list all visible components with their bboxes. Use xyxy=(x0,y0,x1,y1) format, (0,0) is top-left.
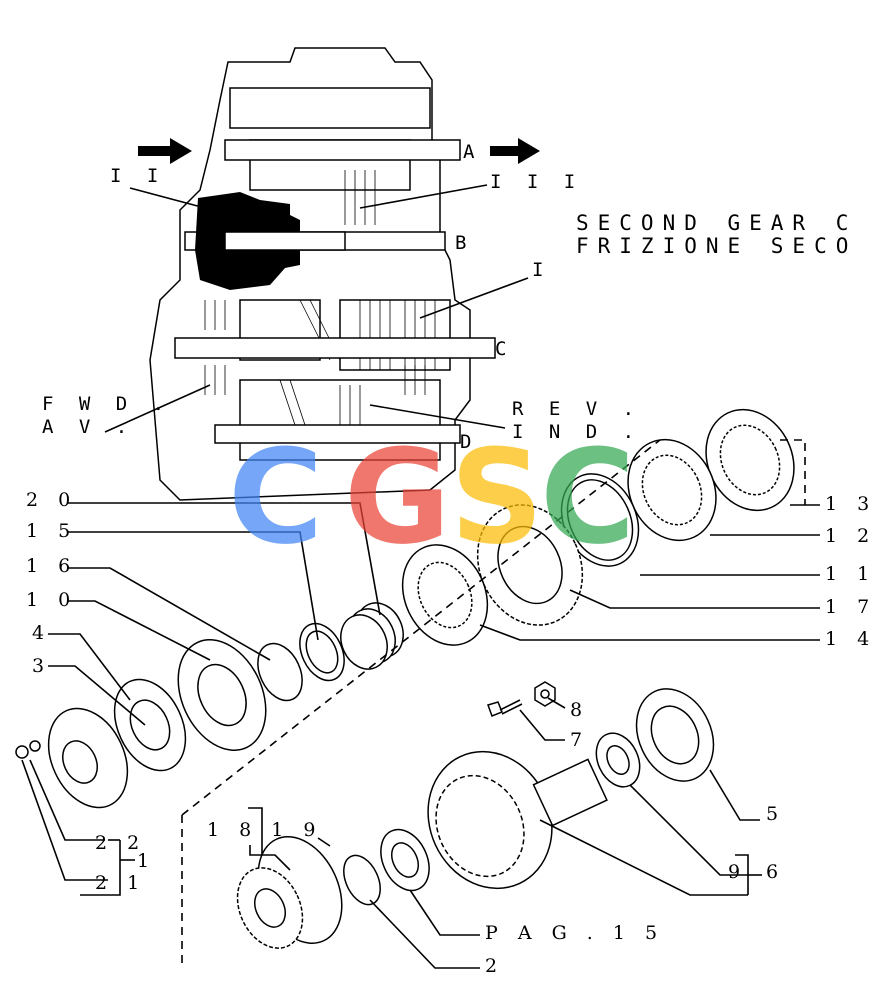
label-fwd: F W D . xyxy=(42,393,171,415)
callout-8: 8 xyxy=(570,699,589,721)
callout-5: 5 xyxy=(766,803,785,825)
spring-20 xyxy=(340,602,404,670)
label-av: A V . xyxy=(42,416,134,438)
section-leader-lines xyxy=(104,184,529,433)
callout-22: 2 2 xyxy=(95,832,146,854)
gear-hub-17 xyxy=(476,504,584,626)
label-clutch-i: I xyxy=(532,259,550,281)
bolt-7 xyxy=(487,699,523,717)
label-shaft-d: D xyxy=(460,431,478,453)
label-shaft-b: B xyxy=(455,232,473,254)
label-shaft-a: A xyxy=(463,141,481,163)
label-shaft-c: C xyxy=(495,338,513,360)
bearing-5 xyxy=(635,688,715,782)
transmission-cross-section xyxy=(149,47,496,501)
diagram-title-line1: SECOND GEAR C xyxy=(576,211,857,235)
ring-15 xyxy=(299,622,345,682)
callout-13: 1 3 xyxy=(825,493,876,515)
seal-4 xyxy=(113,678,187,772)
callout-2: 2 xyxy=(485,955,504,977)
seal-ring-16 xyxy=(257,642,303,702)
snap-ring-2 xyxy=(343,854,381,906)
callout-1: 1 xyxy=(137,850,156,872)
label-clutch-iii: I I I xyxy=(490,171,582,193)
watermark-letter-c1: C xyxy=(228,421,323,573)
label-ind: I N D . xyxy=(512,421,641,443)
balls-21 xyxy=(15,740,41,759)
callout-20: 2 0 xyxy=(26,489,77,511)
callout-9: 9 xyxy=(728,861,747,883)
bearing-pag-15 xyxy=(380,828,430,892)
callout-21: 2 1 xyxy=(95,872,146,894)
watermark-letter-g: G xyxy=(344,421,451,573)
callout-14: 1 4 xyxy=(825,628,876,650)
pin-18-19 xyxy=(317,837,331,847)
callout-10: 1 0 xyxy=(26,589,77,611)
callout-pag-15: P A G . 1 5 xyxy=(485,922,664,944)
callout-7: 7 xyxy=(570,729,589,751)
label-rev: R E V . xyxy=(512,398,641,420)
gear-18-19 xyxy=(236,836,343,949)
flow-arrow-right-icon xyxy=(490,138,540,164)
clutch-disc-12 xyxy=(627,438,717,542)
callout-6: 6 xyxy=(766,861,785,883)
callout-17: 1 7 xyxy=(825,596,876,618)
callout-4: 4 xyxy=(32,622,51,644)
housing-22 xyxy=(47,707,129,809)
watermark-letter-s: S xyxy=(450,421,544,573)
callout-18-19: 1 8 1 9 xyxy=(207,819,322,841)
callout-leader-lines xyxy=(21,502,820,969)
callout-16: 1 6 xyxy=(26,555,77,577)
dashed-boundary-diagonal xyxy=(181,439,661,816)
pressure-plate-14 xyxy=(401,544,489,646)
clutch-discs-13 xyxy=(705,408,795,512)
callout-12: 1 2 xyxy=(825,525,876,547)
drum-6 xyxy=(427,750,608,890)
label-clutch-ii: I I xyxy=(110,165,165,187)
nut-8 xyxy=(534,681,556,707)
callout-15: 1 5 xyxy=(26,520,77,542)
watermark-letter-c2: C xyxy=(540,421,635,573)
flow-arrow-left-icon xyxy=(138,138,192,164)
callout-11: 1 1 xyxy=(825,563,876,585)
piston-10 xyxy=(177,639,267,751)
callout-3: 3 xyxy=(32,655,51,677)
diagram-title-line2: FRIZIONE SECO xyxy=(576,234,857,258)
cgsc-watermark-logo: C G S C xyxy=(228,421,635,573)
